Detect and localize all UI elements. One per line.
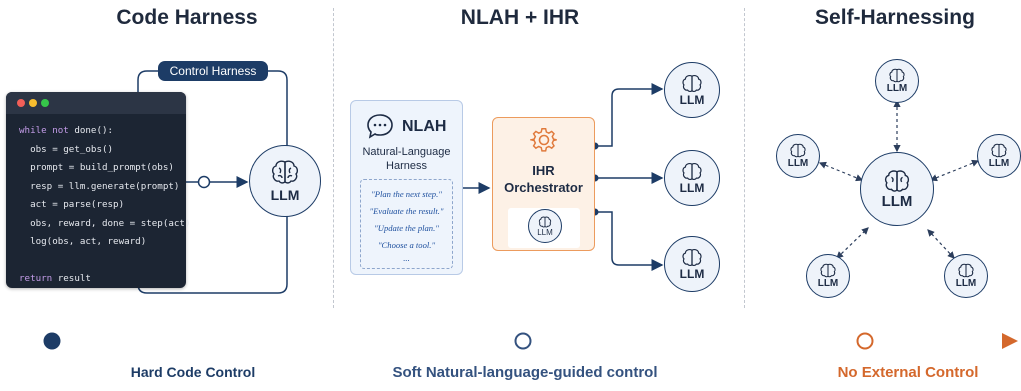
timeline-label-none: No External Control [837, 364, 979, 381]
timeline-arrowhead [1002, 333, 1018, 349]
timeline-node-hard [43, 332, 61, 350]
llm-node: LLM [664, 62, 720, 118]
llm-satellite-node: LLM [806, 254, 850, 298]
gear-icon [530, 128, 557, 152]
brain-icon [790, 143, 806, 158]
nlah-box: NLAH Natural-Language Harness "Plan the … [350, 100, 463, 275]
brain-icon [271, 160, 299, 184]
llm-label: LLM [270, 187, 300, 203]
prompt-list: "Plan the next step." "Evaluate the resu… [360, 179, 453, 269]
llm-label: LLM [886, 83, 908, 94]
llm-satellite-node: LLM [977, 134, 1021, 178]
llm-label: LLM [679, 266, 705, 281]
inner-panel: LLM [508, 208, 580, 248]
maximize-dot-icon [41, 99, 49, 107]
loop-node [197, 175, 211, 189]
llm-satellite-node: LLM [776, 134, 820, 178]
ihr-orchestrator-box: IHR Orchestrator LLM [492, 117, 595, 251]
prompt-item: "Update the plan." [374, 223, 439, 233]
llm-label: LLM [679, 180, 705, 195]
spoke-bottom-left [836, 227, 869, 259]
llm-label: LLM [881, 192, 913, 210]
nlah-subtitle: Natural-Language [362, 146, 451, 158]
prompt-item: "Plan the next step." [371, 189, 442, 199]
llm-label: LLM [955, 278, 977, 289]
ihr-output-top [595, 83, 664, 147]
llm-label: LLM [787, 158, 809, 169]
llm-center-node: LLM [860, 152, 934, 226]
prompt-item: "Evaluate the result." [369, 206, 444, 216]
spoke-right [929, 159, 980, 182]
control-harness-label: Control Harness [158, 61, 268, 81]
code-block: while not done(): obs = get_obs() prompt… [19, 122, 191, 289]
spoke-bottom-right [927, 229, 955, 259]
spoke-left [818, 161, 864, 182]
heading-nlah-ihr: NLAH + IHR [460, 6, 580, 29]
control-harness-loop [137, 70, 288, 294]
llm-satellite-node: LLM [944, 254, 988, 298]
brain-icon [958, 263, 974, 278]
close-dot-icon [17, 99, 25, 107]
llm-label: LLM [988, 158, 1010, 169]
llm-label: LLM [537, 227, 553, 237]
llm-satellite-node: LLM [875, 59, 919, 103]
code-line: log(obs, act, reward) [30, 236, 147, 247]
timeline-label-hard: Hard Code Control [130, 364, 256, 380]
code-text: done(): [68, 125, 114, 136]
nlah-title: NLAH [402, 118, 447, 135]
window-titlebar [6, 92, 186, 114]
brain-icon [682, 74, 702, 92]
code-line: obs = get_obs() [30, 143, 114, 155]
brain-icon [538, 216, 552, 227]
brain-icon [682, 248, 702, 266]
brain-icon [682, 162, 702, 180]
brain-icon [884, 169, 910, 192]
keyword: return [19, 273, 53, 284]
llm-node: LLM [664, 150, 720, 206]
divider-right [744, 8, 745, 308]
ihr-title: Orchestrator [504, 180, 583, 195]
code-line: resp = llm.generate(prompt) [30, 180, 180, 192]
heading-code-harness: Code Harness [116, 6, 258, 29]
timeline-node-soft [514, 332, 532, 350]
code-line: obs, reward, done = step(act) [30, 217, 191, 229]
ihr-title: IHR [532, 163, 555, 178]
code-line: act = parse(resp) [30, 199, 125, 210]
llm-label: LLM [817, 278, 839, 289]
brain-icon [991, 143, 1007, 158]
heading-self-harnessing: Self-Harnessing [815, 6, 975, 29]
llm-node: LLM [249, 145, 321, 217]
llm-label: LLM [679, 92, 705, 107]
keyword: while not [19, 125, 69, 136]
prompt-item: "Choose a tool." [377, 240, 436, 250]
brain-icon [889, 68, 905, 83]
ihr-output-bottom [595, 211, 664, 271]
code-text: result [52, 273, 91, 284]
nlah-subtitle: Harness [386, 160, 427, 172]
code-line: prompt = build_prompt(obs) [30, 162, 174, 173]
divider-left [333, 8, 334, 308]
timeline-label-soft: Soft Natural-language-guided control [392, 364, 658, 381]
chat-bubble-icon [367, 114, 393, 139]
brain-icon [820, 263, 836, 278]
minimize-dot-icon [29, 99, 37, 107]
timeline-node-none [856, 332, 874, 350]
prompt-item: ... [403, 253, 410, 263]
llm-node: LLM [528, 209, 562, 243]
llm-node: LLM [664, 236, 720, 292]
code-window: while not done(): obs = get_obs() prompt… [6, 92, 191, 288]
